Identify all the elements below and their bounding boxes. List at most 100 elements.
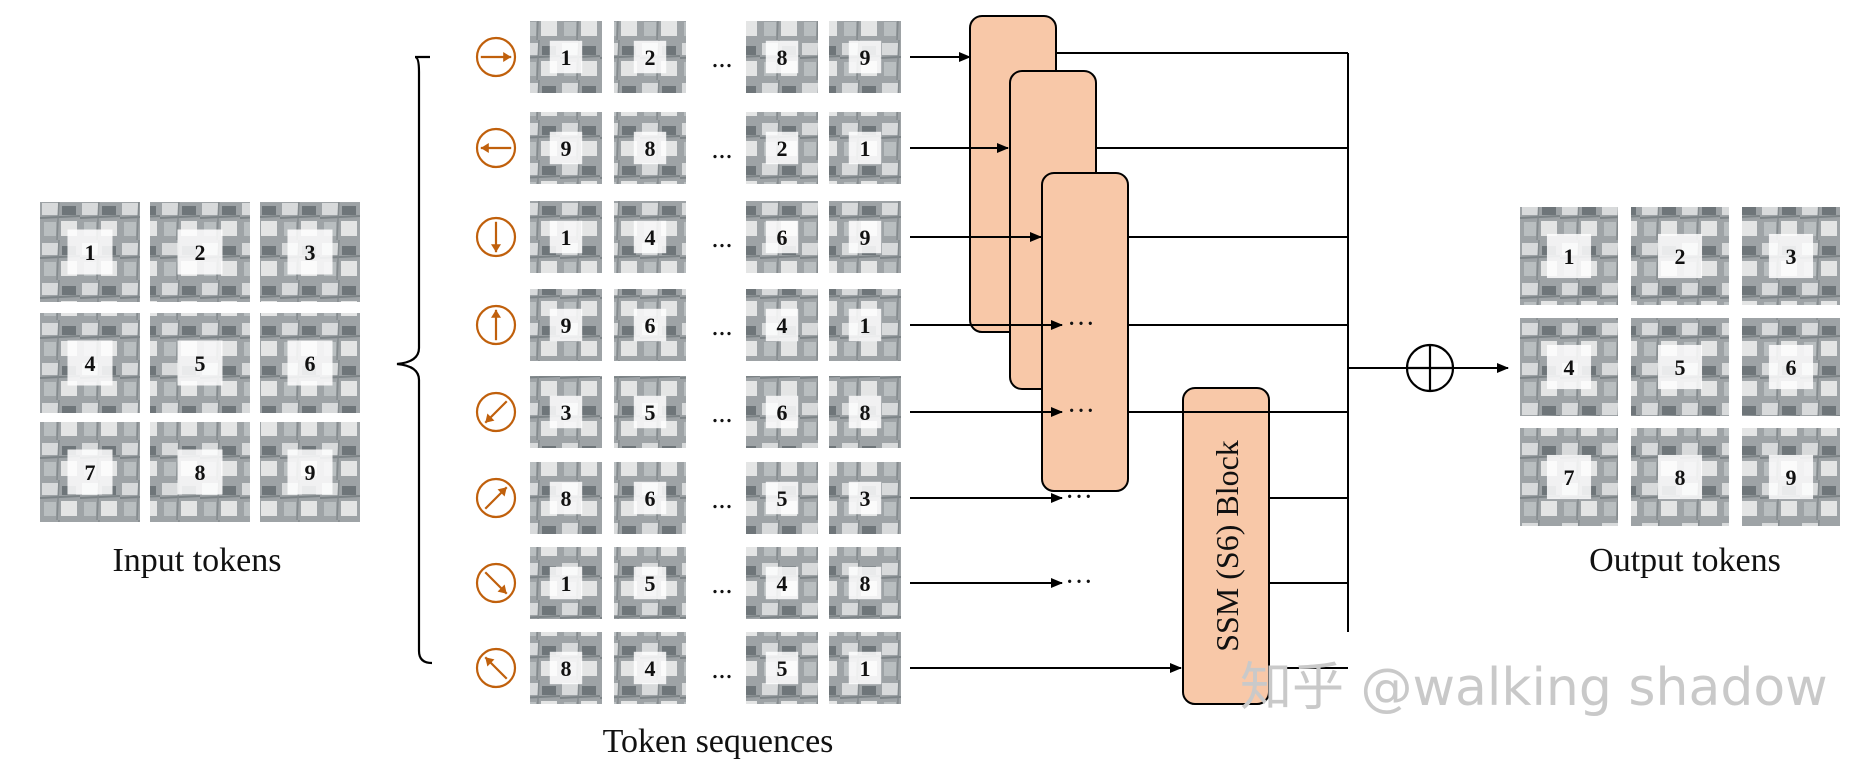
output-token: 6 xyxy=(1742,318,1840,416)
output-token: 7 xyxy=(1520,428,1618,526)
token-number: 7 xyxy=(85,460,96,485)
sequence-ellipsis: ... xyxy=(712,311,733,342)
token-number: 6 xyxy=(305,351,316,376)
token-number: 3 xyxy=(561,400,572,425)
output-token: 2 xyxy=(1631,207,1729,305)
token-sequences-caption: Token sequences xyxy=(603,723,834,760)
watermark: 知乎 @walking shadow xyxy=(1240,658,1828,718)
token-number: 2 xyxy=(195,240,206,265)
sequence-token: 1 xyxy=(829,632,901,704)
sequence-token: 4 xyxy=(746,289,818,361)
token-number: 1 xyxy=(1564,244,1575,269)
label-box xyxy=(633,395,667,429)
input-token: 5 xyxy=(150,313,250,413)
token-number: 7 xyxy=(1564,465,1575,490)
split-brace xyxy=(396,55,433,665)
token-number: 9 xyxy=(860,225,871,250)
label-box xyxy=(765,40,799,74)
label-box xyxy=(765,131,799,165)
token-number: 9 xyxy=(305,460,316,485)
sequence-token: 9 xyxy=(530,112,602,184)
input-token: 8 xyxy=(150,422,250,522)
label-box xyxy=(287,229,333,275)
sequence-token: 1 xyxy=(530,547,602,619)
label-box xyxy=(177,229,223,275)
label-box xyxy=(549,651,583,685)
direction-down-right-icon xyxy=(475,562,517,604)
sequence-token: 1 xyxy=(530,21,602,93)
input-token: 9 xyxy=(260,422,360,522)
label-box xyxy=(765,395,799,429)
label-box xyxy=(549,566,583,600)
token-number: 1 xyxy=(860,136,871,161)
token-number: 5 xyxy=(195,351,206,376)
sequence-ellipsis: ... xyxy=(712,654,733,685)
token-number: 9 xyxy=(561,136,572,161)
token-number: 8 xyxy=(195,460,206,485)
label-box xyxy=(177,449,223,495)
label-box xyxy=(848,651,882,685)
label-box xyxy=(549,131,583,165)
token-number: 9 xyxy=(1786,465,1797,490)
label-box xyxy=(67,340,113,386)
direction-up-left-icon xyxy=(475,647,517,689)
sequence-token: 5 xyxy=(746,632,818,704)
input-token: 4 xyxy=(40,313,140,413)
direction-up-right-icon xyxy=(475,477,517,519)
label-box xyxy=(633,308,667,342)
label-box xyxy=(848,308,882,342)
label-box xyxy=(765,481,799,515)
token-number: 1 xyxy=(561,45,572,70)
token-number: 5 xyxy=(777,656,788,681)
sequence-token: 1 xyxy=(829,112,901,184)
sequence-token: 8 xyxy=(530,462,602,534)
label-box xyxy=(177,340,223,386)
token-number: 5 xyxy=(777,486,788,511)
label-box xyxy=(633,566,667,600)
token-number: 1 xyxy=(860,656,871,681)
label-box xyxy=(633,131,667,165)
token-number: 1 xyxy=(860,313,871,338)
sequence-token: 6 xyxy=(614,289,686,361)
sequence-token: 8 xyxy=(746,21,818,93)
token-number: 3 xyxy=(1786,244,1797,269)
chain-dots: ··· xyxy=(1065,567,1093,598)
sequence-token: 3 xyxy=(829,462,901,534)
sequence-ellipsis: ... xyxy=(712,43,733,74)
sequence-token: 3 xyxy=(530,376,602,448)
sequence-ellipsis: ... xyxy=(712,569,733,600)
sequence-token: 4 xyxy=(746,547,818,619)
label-box xyxy=(287,449,333,495)
sequence-token: 4 xyxy=(614,632,686,704)
sequence-token: 6 xyxy=(614,462,686,534)
label-box xyxy=(848,395,882,429)
token-number: 6 xyxy=(645,313,656,338)
output-tokens-caption: Output tokens xyxy=(1589,542,1781,579)
token-number: 9 xyxy=(860,45,871,70)
output-token: 5 xyxy=(1631,318,1729,416)
direction-right-icon xyxy=(475,36,517,78)
label-box xyxy=(1657,454,1703,500)
output-token: 4 xyxy=(1520,318,1618,416)
ssm-block-3 xyxy=(1041,172,1129,492)
sequence-token: 9 xyxy=(530,289,602,361)
label-box xyxy=(287,340,333,386)
sequence-token: 6 xyxy=(746,201,818,273)
label-box xyxy=(848,566,882,600)
direction-down-left-icon xyxy=(475,391,517,433)
token-number: 4 xyxy=(85,351,96,376)
label-box xyxy=(1768,454,1814,500)
token-number: 8 xyxy=(645,136,656,161)
label-box xyxy=(765,220,799,254)
label-box xyxy=(1768,233,1814,279)
label-box xyxy=(633,40,667,74)
sequence-token: 4 xyxy=(614,201,686,273)
plus-icon xyxy=(1407,345,1453,391)
